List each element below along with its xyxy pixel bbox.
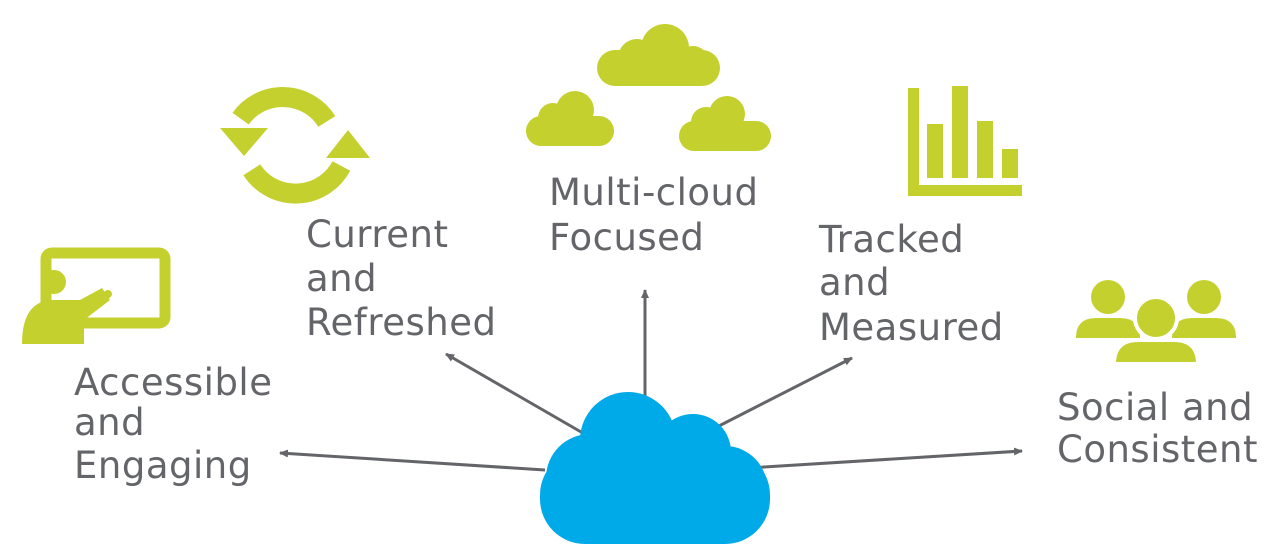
arrow-to-current (445, 352, 589, 438)
arrows (279, 289, 1023, 472)
arrow-to-tracked (714, 356, 853, 430)
label-multicloud: Multi-cloud Focused (549, 171, 771, 259)
hub-cloud-icon (540, 392, 770, 544)
arrow-to-social (747, 447, 1023, 470)
label-accessible: Accessible and Engaging (74, 361, 285, 487)
label-current: Current and Refreshed (306, 213, 496, 344)
label-tracked: Tracked and Measured (818, 218, 1004, 349)
people-group-icon (1076, 280, 1236, 366)
arrow-to-accessible (279, 449, 546, 472)
refresh-icon (220, 87, 370, 204)
label-social: Social and Consistent (1057, 386, 1265, 471)
clouds-icon (526, 24, 771, 151)
presentation-icon (22, 247, 171, 344)
bar-chart-icon (908, 86, 1022, 196)
